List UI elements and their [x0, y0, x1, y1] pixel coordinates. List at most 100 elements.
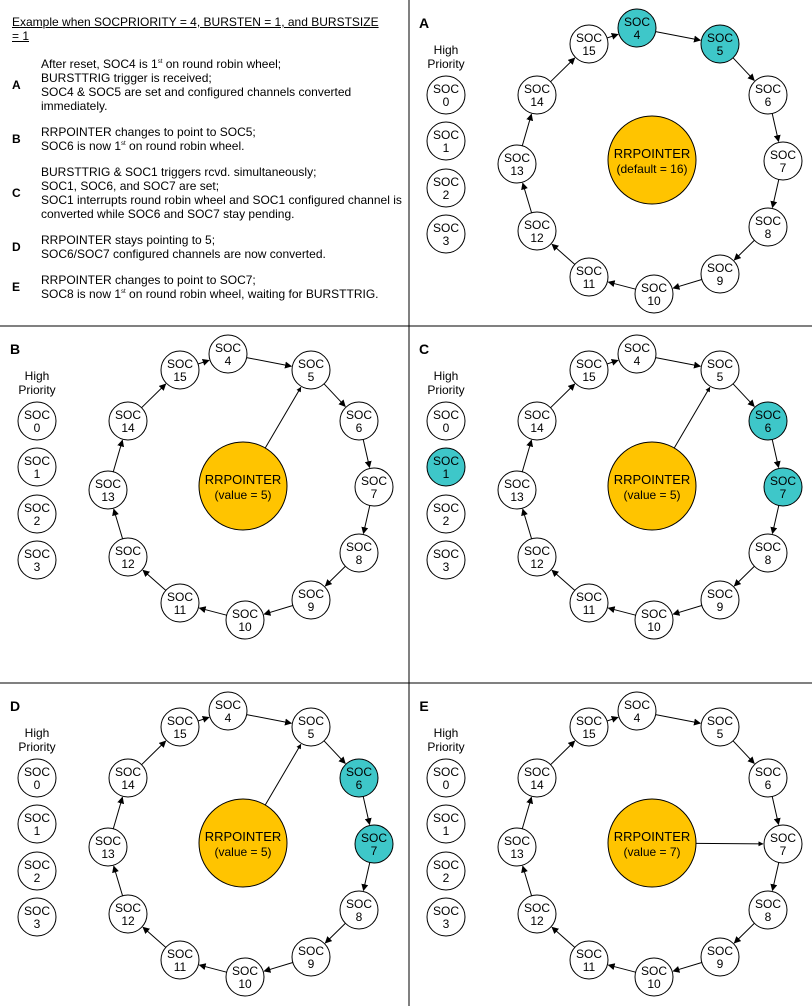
- wheel-arrow: [361, 862, 371, 892]
- soc-number: 4: [225, 711, 232, 725]
- soc-label: SOC: [24, 501, 50, 515]
- rrpointer: RRPOINTER(value = 5): [198, 441, 288, 531]
- soc-number: 5: [717, 44, 724, 58]
- wheel-arrow: [246, 357, 293, 369]
- soc-circle: [497, 827, 537, 867]
- soc-label: SOC: [576, 590, 602, 604]
- rrpointer-circle: [607, 798, 697, 888]
- note-line: BURSTTRIG & SOC1 triggers rcvd. simultan…: [41, 165, 317, 179]
- soc-circle: [160, 940, 200, 980]
- soc-label: SOC: [524, 218, 550, 232]
- soc-label: SOC: [624, 341, 650, 355]
- wheel-soc-7: SOC7: [354, 824, 394, 864]
- wheel-arrow: [672, 962, 702, 973]
- soc-number: 13: [101, 847, 115, 861]
- soc-number: 8: [356, 553, 363, 567]
- soc-label: SOC: [433, 904, 459, 918]
- soc-circle: [517, 537, 557, 577]
- soc-label: SOC: [504, 477, 530, 491]
- soc-number: 14: [121, 778, 135, 792]
- wheel-arrow: [551, 926, 576, 948]
- soc-circle: [108, 894, 148, 934]
- soc-number: 14: [530, 95, 544, 109]
- wheel-soc-5: SOC5: [291, 707, 331, 747]
- rrpointer: RRPOINTER(default = 16): [607, 115, 697, 205]
- wheel-arrow: [770, 179, 780, 209]
- soc-label: SOC: [232, 964, 258, 978]
- soc-circle: [88, 827, 128, 867]
- wheel-soc-7: SOC7: [763, 141, 803, 181]
- soc-number: 0: [443, 421, 450, 435]
- soc-circle: [617, 691, 657, 731]
- soc-label: SOC: [115, 901, 141, 915]
- soc-circle: [763, 824, 803, 864]
- soc-circle: [17, 447, 57, 487]
- soc-number: 0: [443, 778, 450, 792]
- note-text: BURSTTRIG & SOC1 triggers rcvd. simultan…: [41, 165, 404, 221]
- wheel-arrow: [361, 505, 371, 535]
- soc-label: SOC: [115, 765, 141, 779]
- note-line: SOC1, SOC6, and SOC7 are set;: [41, 179, 220, 193]
- soc-label: SOC: [433, 454, 459, 468]
- wheel-arrow: [141, 383, 167, 409]
- wheel-arrow: [732, 57, 755, 81]
- soc-circle: [748, 758, 788, 798]
- soc-number: 3: [443, 917, 450, 931]
- high-priority-label: High: [25, 369, 50, 383]
- high-priority-label: Priority: [18, 740, 55, 754]
- soc-circle: [108, 401, 148, 441]
- priority-soc-1: SOC1: [17, 804, 57, 844]
- soc-circle: [160, 350, 200, 390]
- soc-circle: [339, 890, 379, 930]
- soc-number: 13: [101, 490, 115, 504]
- wheel-arrow: [142, 569, 167, 591]
- note-line: SOC4 & SOC5 are set and configured chann…: [41, 85, 352, 113]
- soc-circle: [748, 401, 788, 441]
- soc-label: SOC: [755, 897, 781, 911]
- soc-number: 11: [174, 960, 187, 974]
- soc-circle: [108, 758, 148, 798]
- soc-circle: [517, 894, 557, 934]
- wheel-arrow: [607, 606, 636, 616]
- soc-number: 4: [634, 711, 641, 725]
- note-text: RRPOINTER stays pointing to 5;SOC6/SOC7 …: [41, 233, 404, 261]
- panel-label: C: [419, 341, 429, 357]
- soc-number: 11: [583, 960, 596, 974]
- soc-number: 5: [717, 370, 724, 384]
- wheel-arrow: [733, 239, 755, 261]
- soc-circle: [426, 168, 466, 208]
- soc-circle: [225, 957, 265, 997]
- soc-circle: [617, 334, 657, 374]
- soc-circle: [517, 211, 557, 251]
- soc-circle: [569, 707, 609, 747]
- soc-circle: [426, 401, 466, 441]
- soc-label: SOC: [433, 547, 459, 561]
- soc-number: 9: [308, 957, 315, 971]
- soc-label: SOC: [433, 765, 459, 779]
- rrpointer-value: (default = 16): [616, 162, 687, 176]
- soc-label: SOC: [576, 357, 602, 371]
- soc-circle: [748, 890, 788, 930]
- high-priority-label: Priority: [427, 383, 464, 397]
- note-letter: B: [12, 132, 21, 146]
- rrpointer-circle: [198, 798, 288, 888]
- wheel-arrow: [197, 715, 210, 723]
- rrpointer-arrow: [673, 386, 711, 449]
